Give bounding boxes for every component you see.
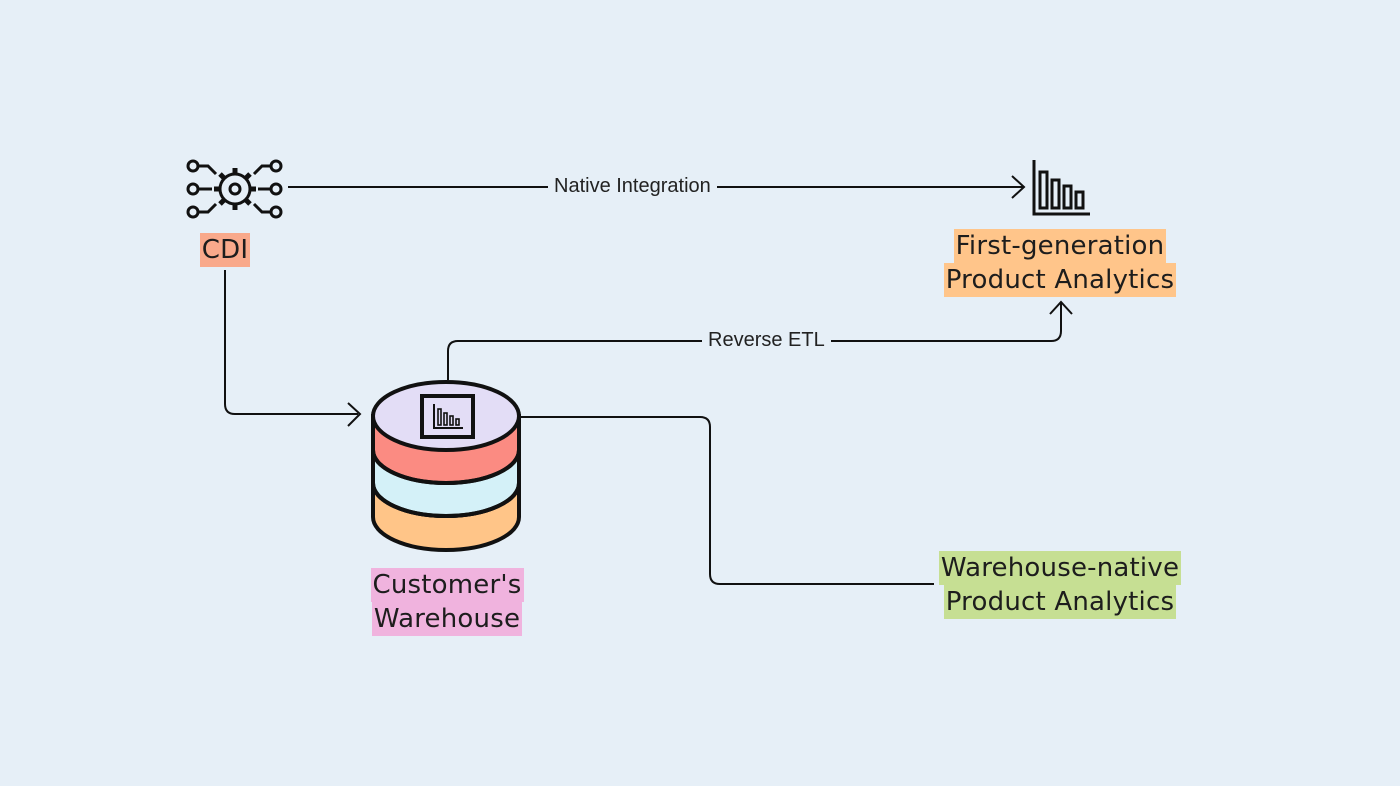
cdi-label: CDI	[199, 233, 251, 267]
warehouse-native-label-line1: Warehouse-native	[938, 551, 1182, 585]
connector-warehouse-native	[484, 416, 934, 585]
warehouse-label-line1: Customer's	[370, 568, 524, 602]
warehouse-chart-icon	[420, 394, 475, 439]
gear-network-icon	[186, 159, 283, 219]
node-label-first-gen: First-generation Product Analytics	[920, 229, 1200, 297]
first-gen-label-line1: First-generation	[953, 229, 1167, 263]
edge-label-reverse-etl: Reverse ETL	[702, 328, 831, 352]
warehouse-native-label-line2: Product Analytics	[943, 585, 1177, 619]
node-label-warehouse-native: Warehouse-native Product Analytics	[920, 551, 1200, 619]
database-icon	[371, 380, 521, 552]
edge-label-native-integration: Native Integration	[548, 174, 717, 198]
node-label-cdi: CDI	[165, 233, 285, 267]
warehouse-label-line2: Warehouse	[371, 602, 523, 636]
node-label-warehouse: Customer's Warehouse	[332, 568, 562, 636]
arrowhead-native-integration	[1011, 175, 1026, 199]
arrowhead-cdi-to-warehouse	[347, 402, 362, 427]
first-gen-label-line2: Product Analytics	[943, 263, 1177, 297]
connector-cdi-to-warehouse	[224, 270, 358, 415]
arrowhead-reverse-etl	[1049, 300, 1073, 315]
bar-chart-icon	[1032, 160, 1090, 216]
